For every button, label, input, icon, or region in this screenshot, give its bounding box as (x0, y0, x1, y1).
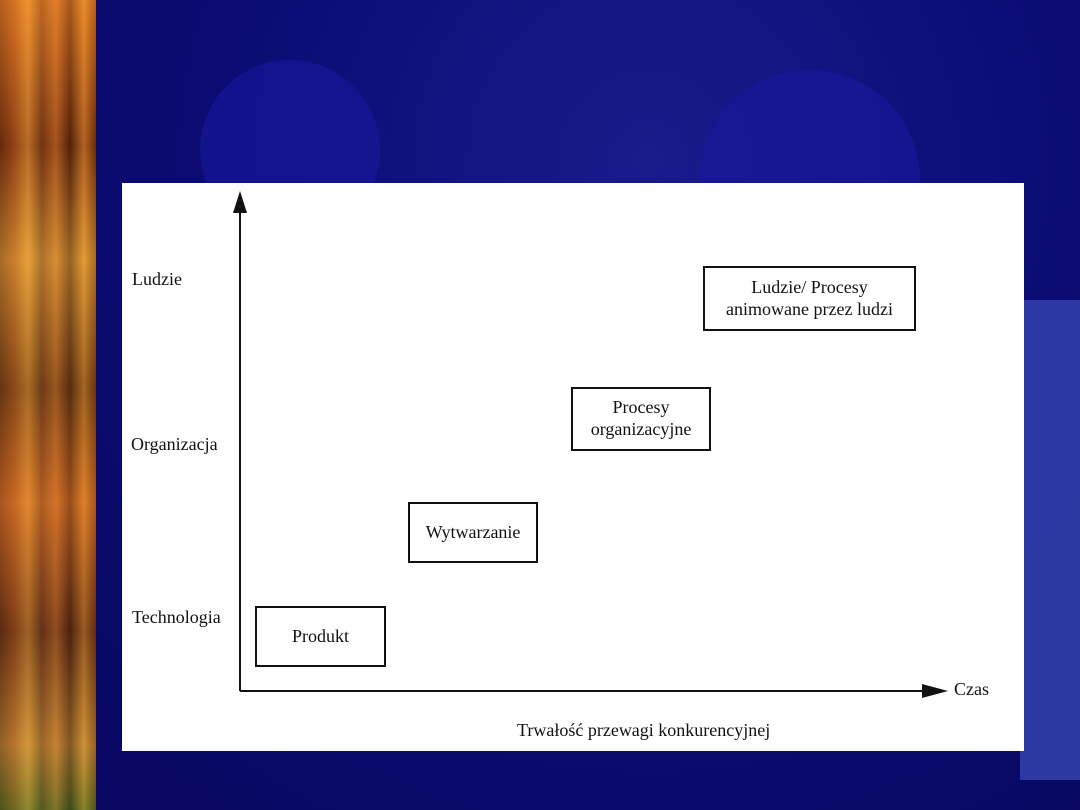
box-wytwarzanie-label: Wytwarzanie (425, 521, 521, 542)
box-produkt-label: Produkt (291, 625, 349, 646)
box-ludzie-procesy: Ludzie/ Procesy animowane przez ludzi (703, 266, 916, 331)
y-level-ludzie: Ludzie (132, 269, 182, 289)
x-axis-label: Czas (954, 679, 989, 699)
y-level-technologia: Technologia (132, 607, 221, 627)
box-procesy-organizacyjne: Procesy organizacyjne (571, 387, 711, 451)
y-axis-arrow (233, 191, 247, 213)
x-axis-arrow (922, 684, 948, 698)
box-produkt: Produkt (255, 606, 386, 667)
diagram-panel: Ludzie Organizacja Technologia Produkt W… (122, 183, 1024, 751)
box-procesy-line-1: Procesy (612, 397, 670, 418)
decorative-gear-strip (0, 0, 96, 810)
box-wytwarzanie: Wytwarzanie (408, 502, 538, 563)
y-level-organizacja: Organizacja (131, 434, 218, 454)
box-ludzie-line-1: Ludzie/ Procesy (751, 276, 868, 297)
box-procesy-line-2: organizacyjne (590, 419, 692, 439)
diagram-caption: Trwałość przewagi konkurencyjnej (517, 720, 771, 740)
box-ludzie-line-2: animowane przez ludzi (726, 298, 893, 319)
axes (233, 191, 948, 698)
background-gear-decoration (1020, 300, 1080, 780)
